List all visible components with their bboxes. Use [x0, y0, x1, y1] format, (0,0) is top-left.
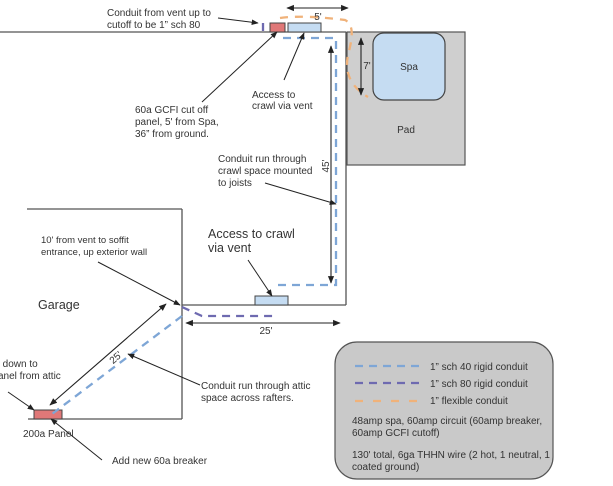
dim-crawl-run: 45' [321, 159, 332, 172]
pad-label: Pad [397, 125, 415, 136]
legend: 1” sch 40 rigid conduit 1” sch 80 rigid … [334, 341, 554, 480]
annotation-access-bottom: Access to crawl via vent [208, 227, 295, 255]
sch80-conduit [181, 23, 276, 318]
annotation-conduit-from-vent: Conduit from vent up to cutoff to be 1” … [107, 8, 211, 31]
legend-label-sch40: 1” sch 40 rigid conduit [430, 362, 528, 373]
svg-text:via vent: via vent [208, 241, 252, 255]
garage-label: Garage [38, 298, 80, 312]
annotation-access-top: Access to crawl via vent [252, 90, 313, 112]
spa-label: Spa [400, 62, 418, 73]
legend-label-flexible: 1” flexible conduit [430, 396, 508, 407]
svg-text:Conduit from vent up to: Conduit from vent up to [107, 8, 211, 19]
gcfi-cutoff-panel [269, 22, 286, 33]
svg-text:Access to: Access to [252, 90, 296, 101]
annotation-attic-down: ’ down to anel from attic [0, 359, 61, 382]
annotation-new-breaker: Add new 60a breaker [112, 456, 208, 467]
svg-text:anel from attic: anel from attic [0, 371, 61, 382]
annotation-gcfi-panel: 60a GCFI cut off panel, 5' from Spa, 36”… [135, 105, 219, 140]
bottom-vent [254, 295, 289, 306]
svg-text:Access to crawl: Access to crawl [208, 227, 295, 241]
dim-bottom-run: 25' [259, 326, 272, 337]
svg-text:crawl via vent: crawl via vent [252, 101, 313, 112]
legend-note-circuit-2: 60amp GCFI cutoff) [352, 428, 440, 439]
legend-note-circuit: 48amp spa, 60amp circuit (60amp breaker, [352, 416, 542, 427]
flexible-conduit [279, 15, 369, 98]
svg-text:Conduit run through attic: Conduit run through attic [201, 381, 311, 392]
dimension-lines [49, 4, 365, 406]
svg-text:’ down to: ’ down to [0, 359, 38, 370]
svg-text:Conduit run through: Conduit run through [218, 154, 306, 165]
main-panel-200a [33, 409, 63, 420]
annotation-attic-run: Conduit run through attic space across r… [201, 381, 311, 404]
legend-note-wire: 130' total, 6ga THHN wire (2 hot, 1 neut… [352, 450, 550, 461]
svg-text:crawl space mounted: crawl space mounted [218, 166, 313, 177]
svg-text:panel, 5' from Spa,: panel, 5' from Spa, [135, 117, 219, 128]
svg-text:entrance, up exterior wall: entrance, up exterior wall [41, 247, 147, 258]
dim-spa-side: 7' [363, 61, 371, 72]
leader-arrows [7, 17, 337, 461]
spa [372, 32, 446, 101]
svg-text:60a GCFI cut off: 60a GCFI cut off [135, 105, 208, 116]
dim-top-run: 5' [314, 12, 322, 23]
main-panel-label: 200a Panel [23, 429, 74, 440]
svg-text:cutoff to be 1” sch 80: cutoff to be 1” sch 80 [107, 20, 201, 31]
legend-note-wire-2: coated ground) [352, 462, 419, 473]
top-vent [287, 22, 322, 33]
svg-text:to joists: to joists [218, 178, 252, 189]
svg-text:space across rafters.: space across rafters. [201, 393, 294, 404]
annotation-soffit: 10' from vent to soffit entrance, up ext… [41, 235, 147, 258]
legend-box [334, 341, 554, 480]
svg-text:10' from vent to soffit: 10' from vent to soffit [41, 235, 129, 246]
svg-text:36” from ground.: 36” from ground. [135, 129, 209, 140]
legend-label-sch80: 1” sch 80 rigid conduit [430, 379, 528, 390]
annotation-crawl-run: Conduit run through crawl space mounted … [218, 154, 313, 189]
